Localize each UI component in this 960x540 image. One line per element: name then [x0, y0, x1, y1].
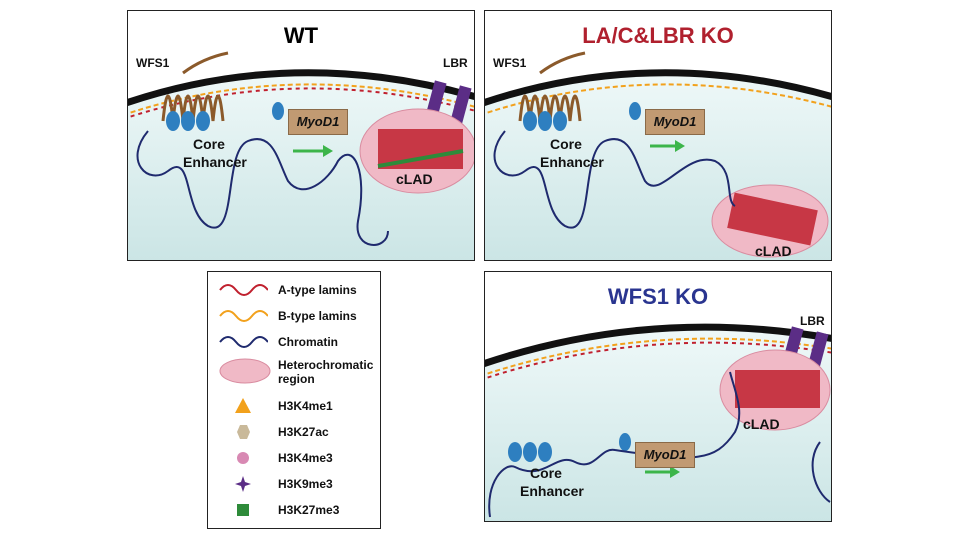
panel-title-wfs1-ko: WFS1 KO: [607, 284, 709, 309]
wfs1-label: WFS1: [493, 56, 527, 70]
legend-item-h3k9me3: H3K9me3: [208, 474, 380, 500]
clad-label: cLAD: [743, 416, 780, 432]
purple-star-icon: [235, 476, 251, 492]
core-label: Core: [550, 136, 582, 152]
enhancer-label: Enhancer: [540, 154, 604, 170]
panel-lac-lbr-ko: LA/C&LBR KO WFS1 Core Enhancer MyoD1 cLA…: [484, 10, 832, 261]
orange-triangle-icon: [235, 398, 251, 413]
tan-hexagon-icon: [237, 425, 250, 439]
nuclear-envelope: [485, 69, 831, 107]
enhancer-nucleosomes: [508, 442, 552, 462]
myod1-gene: MyoD1: [645, 109, 705, 135]
green-square-icon: [237, 504, 249, 516]
clad-label: cLAD: [396, 171, 433, 187]
panel-wfs1-ko: WFS1 KO LBR Core Enhancer MyoD1 cLAD: [484, 271, 832, 522]
chromatin-fiber: [493, 130, 736, 229]
transcription-arrow-head: [675, 140, 685, 152]
lbr-label: LBR: [443, 56, 468, 70]
wfs1-ko-scene: [485, 323, 831, 521]
clad-nucleosome-array: [727, 192, 818, 246]
orange-wave-icon: [219, 310, 268, 322]
chromatin-fiber: [488, 371, 831, 518]
red-wave-icon: [219, 284, 268, 296]
panel-title-lac-lbr-ko: LA/C&LBR KO: [582, 23, 734, 48]
panel-title-wt: WT: [283, 23, 319, 48]
clad-nucleosome-array: [735, 370, 820, 408]
chromatin-fiber: [136, 130, 389, 246]
legend: A-type lamins B-type lamins Chromatin He…: [207, 271, 381, 529]
transcription-arrow-head: [323, 145, 333, 157]
core-label: Core: [193, 136, 225, 152]
enhancer-nucleosomes: [166, 111, 210, 131]
transcription-arrow-head: [670, 466, 680, 478]
legend-item-h3k4me3: H3K4me3: [208, 448, 380, 474]
legend-item-h3k27ac: H3K27ac: [208, 422, 380, 448]
promoter-nucleosome: [619, 433, 631, 451]
promoter-nucleosome: [629, 102, 641, 120]
lac-lbr-ko-scene: [485, 51, 831, 260]
legend-item-h3k27me3: H3K27me3: [208, 500, 380, 526]
pink-oval-icon: [219, 358, 271, 384]
myod1-gene: MyoD1: [635, 442, 695, 468]
pink-circle-icon: [237, 452, 249, 464]
panel-wt: WT WFS1 LBR Core Enhancer MyoD1 cLAD: [127, 10, 475, 261]
core-label: Core: [530, 465, 562, 481]
clad-label: cLAD: [755, 243, 792, 259]
blue-wave-icon: [219, 336, 268, 348]
clad-nucleosome-array: [377, 129, 464, 169]
wfs1-label: WFS1: [136, 56, 170, 70]
legend-item-h3k4me1: H3K4me1: [208, 396, 380, 422]
legend-item-heterochromatic-region: Heterochromatic region: [208, 356, 380, 390]
enhancer-label: Enhancer: [183, 154, 247, 170]
legend-item-b-type-lamins: B-type lamins: [208, 306, 380, 332]
wt-scene: [128, 51, 474, 260]
myod1-gene: MyoD1: [288, 109, 348, 135]
legend-item-a-type-lamins: A-type lamins: [208, 280, 380, 306]
enhancer-label: Enhancer: [520, 483, 584, 499]
enhancer-nucleosomes: [523, 111, 567, 131]
legend-item-chromatin: Chromatin: [208, 332, 380, 358]
lbr-label: LBR: [800, 314, 825, 328]
promoter-nucleosome: [272, 102, 284, 120]
